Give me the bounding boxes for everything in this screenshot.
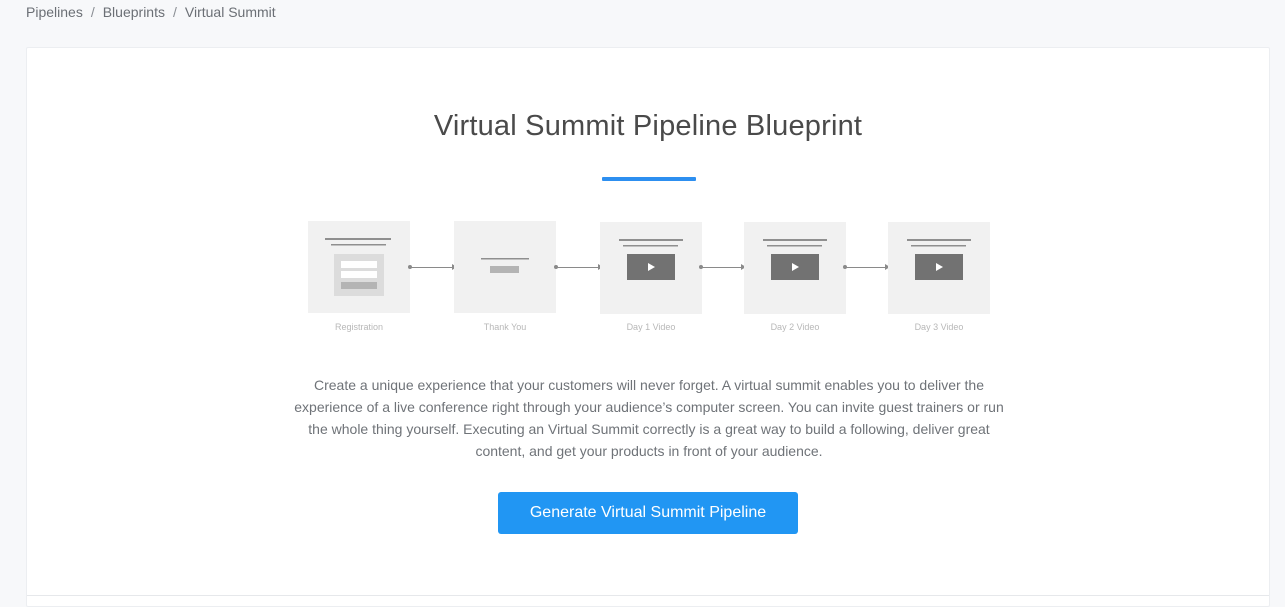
step-label-thank-you: Thank You bbox=[483, 322, 527, 332]
step-registration bbox=[308, 221, 410, 313]
video-page-icon bbox=[619, 239, 683, 280]
registration-page-icon bbox=[325, 238, 391, 296]
thank-you-page-icon bbox=[481, 258, 529, 273]
pipeline-diagram: Registration Thank You Day 1 Video bbox=[27, 48, 1271, 348]
breadcrumb-link-blueprints[interactable]: Blueprints bbox=[102, 4, 165, 20]
generate-pipeline-button[interactable]: Generate Virtual Summit Pipeline bbox=[498, 492, 798, 534]
connector-arrow bbox=[554, 264, 603, 270]
video-page-icon bbox=[907, 239, 971, 280]
step-day-1-video bbox=[600, 222, 702, 314]
breadcrumb: Pipelines / Blueprints / Virtual Summit bbox=[26, 3, 276, 21]
breadcrumb-separator: / bbox=[172, 4, 177, 20]
step-label-day-2-video: Day 2 Video bbox=[770, 322, 820, 332]
step-label-day-1-video: Day 1 Video bbox=[626, 322, 676, 332]
step-day-2-video bbox=[744, 222, 846, 314]
breadcrumb-current: Virtual Summit bbox=[184, 4, 276, 20]
title-underline bbox=[602, 177, 696, 181]
video-page-icon bbox=[763, 239, 827, 280]
step-thank-you bbox=[454, 221, 556, 313]
connector-arrow bbox=[843, 264, 890, 270]
connector-arrow bbox=[699, 264, 746, 270]
breadcrumb-separator: / bbox=[90, 4, 95, 20]
divider bbox=[27, 595, 1269, 596]
page-title: Virtual Summit Pipeline Blueprint bbox=[433, 110, 863, 142]
step-day-3-video bbox=[888, 222, 990, 314]
connector-arrow bbox=[408, 264, 457, 270]
blueprint-card: Virtual Summit Pipeline Blueprint Regist… bbox=[26, 47, 1270, 607]
blueprint-description: Create a unique experience that your cus… bbox=[294, 377, 1004, 459]
step-label-registration: Registration bbox=[334, 322, 384, 332]
breadcrumb-link-pipelines[interactable]: Pipelines bbox=[26, 4, 83, 20]
step-label-day-3-video: Day 3 Video bbox=[914, 322, 964, 332]
